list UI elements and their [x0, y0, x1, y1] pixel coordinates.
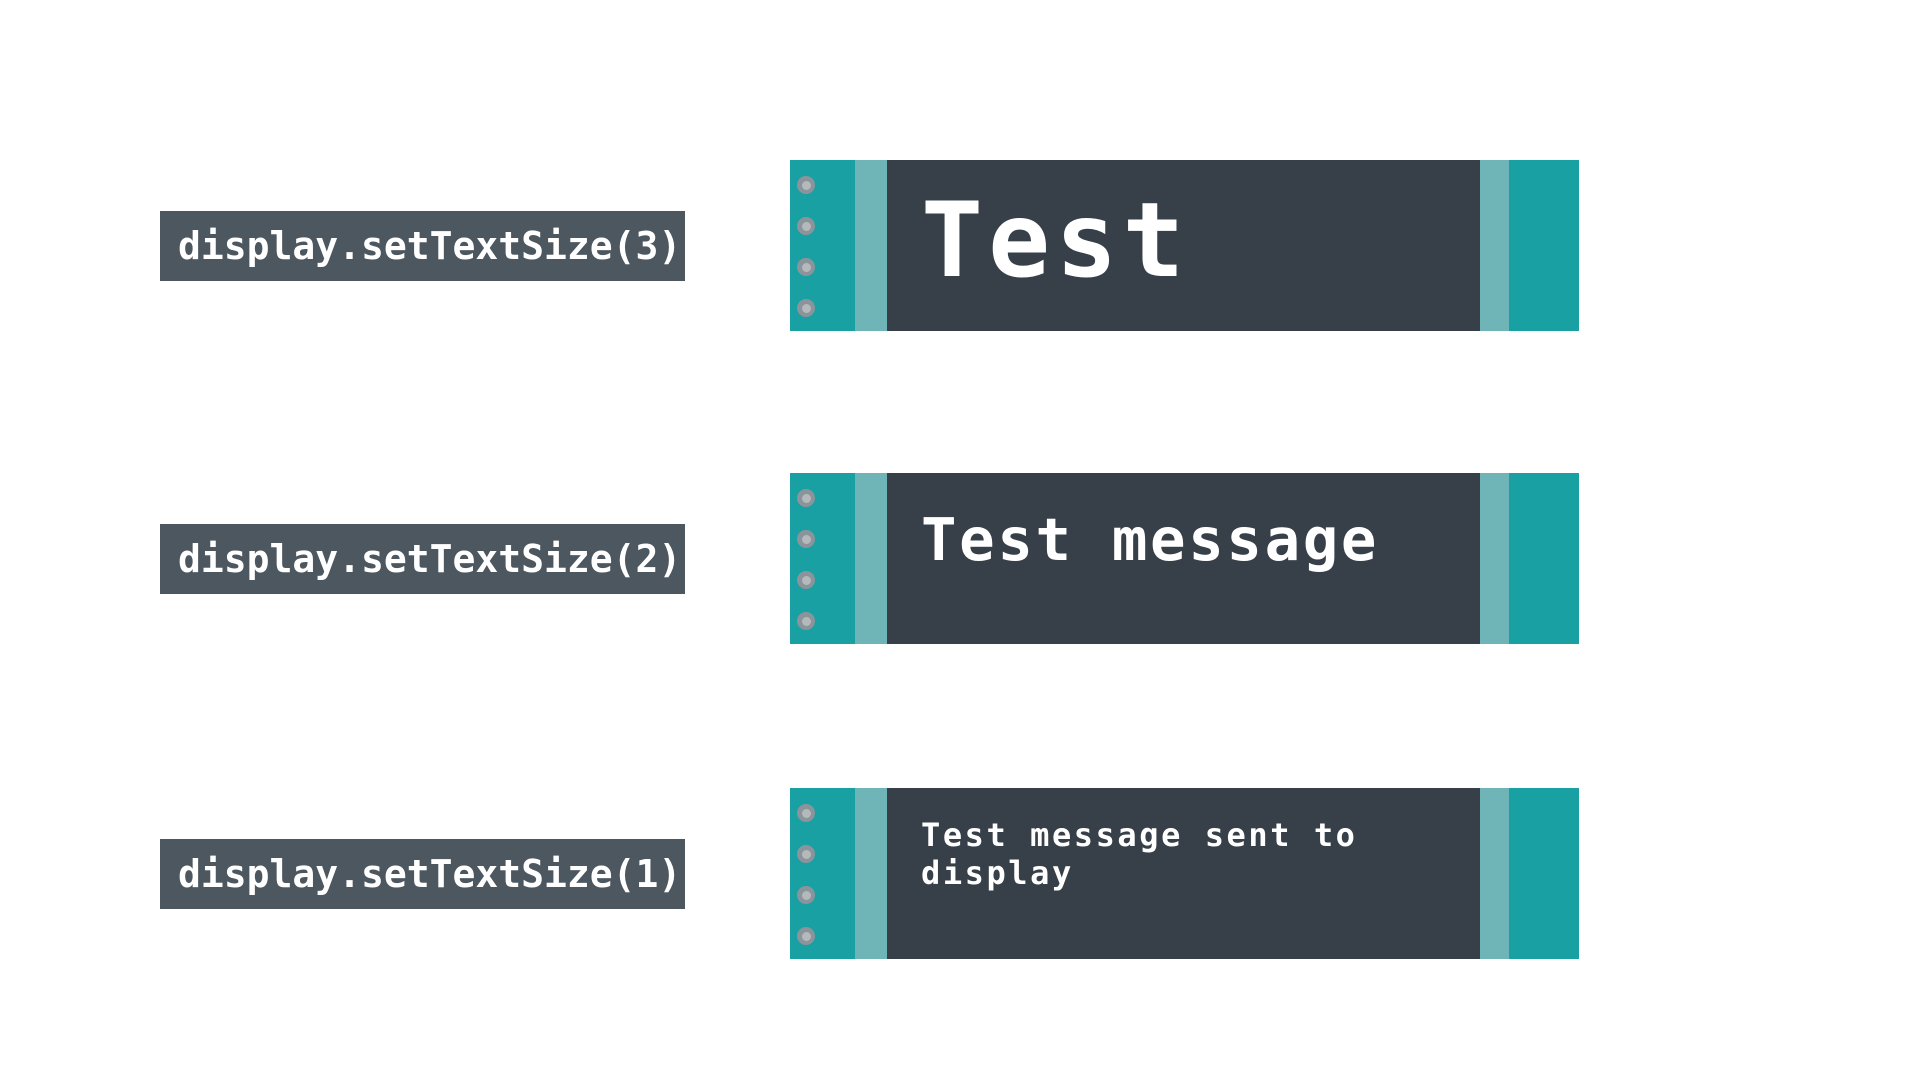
pin-hole-center — [801, 493, 811, 503]
display-screen-text: Test — [921, 181, 1190, 301]
module-right-edge — [1509, 160, 1579, 331]
module-left-inner-strip — [855, 473, 887, 644]
pin-hole-center — [801, 575, 811, 585]
pin-hole-center — [801, 303, 811, 313]
pin-hole-icon — [797, 612, 815, 630]
code-label-textsize-2: display.setTextSize(2) — [160, 523, 685, 594]
oled-display-module-2: Test message — [790, 473, 1579, 644]
module-left-inner-strip — [855, 160, 887, 331]
module-left-edge — [790, 160, 855, 331]
pin-hole-icon — [797, 571, 815, 589]
pin-hole-center — [801, 262, 811, 272]
pin-hole-center — [801, 849, 811, 859]
code-label-textsize-1: display.setTextSize(1) — [160, 838, 685, 909]
display-screen-2: Test message — [887, 473, 1480, 644]
module-right-edge — [1509, 473, 1579, 644]
display-screen-text: Test message — [921, 505, 1380, 574]
row-textsize-2: display.setTextSize(2) Test message — [0, 473, 1920, 644]
pin-hole-center — [801, 808, 811, 818]
oled-display-module-1: Test — [790, 160, 1579, 331]
module-left-inner-strip — [855, 788, 887, 959]
module-right-edge — [1509, 788, 1579, 959]
pin-hole-icon — [797, 530, 815, 548]
pin-hole-icon — [797, 927, 815, 945]
pin-hole-icon — [797, 886, 815, 904]
pin-hole-icon — [797, 258, 815, 276]
pin-hole-center — [801, 180, 811, 190]
display-screen-3: Test message sent to display — [887, 788, 1480, 959]
module-left-edge — [790, 788, 855, 959]
pin-hole-icon — [797, 217, 815, 235]
module-left-edge — [790, 473, 855, 644]
row-textsize-3: display.setTextSize(3) Test — [0, 160, 1920, 331]
pin-hole-icon — [797, 176, 815, 194]
pin-hole-icon — [797, 299, 815, 317]
pin-hole-icon — [797, 489, 815, 507]
module-right-inner-strip — [1480, 788, 1509, 959]
pin-hole-center — [801, 890, 811, 900]
pin-hole-center — [801, 931, 811, 941]
display-screen-text: Test message sent to display — [921, 816, 1358, 893]
pin-hole-icon — [797, 845, 815, 863]
pin-hole-icon — [797, 804, 815, 822]
oled-display-module-3: Test message sent to display — [790, 788, 1579, 959]
display-screen-1: Test — [887, 160, 1480, 331]
pin-hole-center — [801, 221, 811, 231]
pin-hole-center — [801, 616, 811, 626]
module-right-inner-strip — [1480, 473, 1509, 644]
module-right-inner-strip — [1480, 160, 1509, 331]
pin-hole-center — [801, 534, 811, 544]
row-textsize-1: display.setTextSize(1) Test message sent… — [0, 788, 1920, 959]
code-label-textsize-3: display.setTextSize(3) — [160, 210, 685, 281]
